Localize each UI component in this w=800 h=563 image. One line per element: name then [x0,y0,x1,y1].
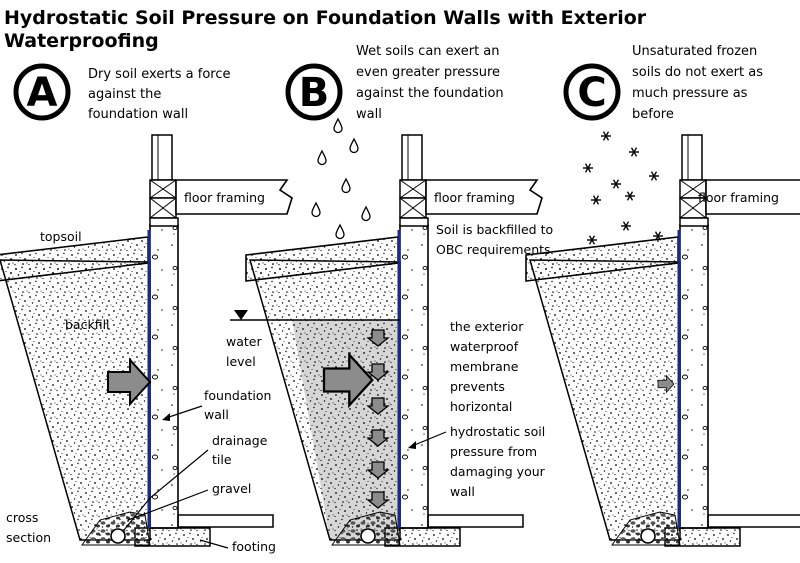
topsoil-label: topsoil [40,229,82,244]
panel-b-badge [285,63,343,121]
panel-c-caption-2: soils do not exert as [632,65,763,80]
footing-leader [199,539,229,549]
membrane-note-7: pressure from [450,444,537,459]
panel-b: B Wet soils can exert an even greater pr… [226,44,553,548]
membrane-note-2: waterproof [450,339,519,354]
title-line-1: Hydrostatic Soil Pressure on Foundation … [4,7,647,29]
membrane-leader [411,431,447,447]
panel-a-caption-3: foundation wall [88,107,188,122]
panel-b-caption-3: against the foundation [356,86,504,101]
foundation-wall-label-2: wall [204,407,229,422]
footing-label: footing [232,539,276,554]
drainage-tile-label-1: drainage [212,433,268,448]
panel-c-floor-framing: floor framing [698,190,779,205]
raindrop-icon [311,118,371,240]
panel-a-badge [13,63,71,121]
membrane-note-6: hydrostatic soil [450,424,545,439]
panel-a: A Dry soil exerts a force against the fo… [0,63,294,554]
gravel-label: gravel [212,481,251,496]
title-line-2: Waterproofing [4,30,159,52]
panel-c: C Unsaturated frozen soils do not exert … [524,44,800,548]
backfill-label: backfill [65,317,110,332]
panel-a-caption-2: against the [88,87,161,102]
panel-a-caption-1: Dry soil exerts a force [88,67,231,82]
panel-a-floor-framing: floor framing [184,190,265,205]
membrane-note-3: membrane [450,359,519,374]
water-level-label-1: water [226,334,262,349]
panel-b-caption-2: even greater pressure [356,65,500,80]
membrane-note-1: the exterior [450,319,524,334]
water-level-marker [234,310,248,320]
membrane-note-4: prevents [450,379,505,394]
panel-b-caption-4: wall [356,107,382,122]
panel-b-letter: B [299,70,330,116]
foundation-wall-label-1: foundation [204,388,271,403]
membrane-note-8: damaging your [450,464,546,479]
snowflake-icon [582,130,664,246]
panel-c-caption-3: much pressure as [632,86,748,101]
drainage-tile-label-2: tile [212,452,232,467]
panel-b-floor-framing: floor framing [434,190,515,205]
panel-a-letter: A [27,70,58,116]
panel-c-letter: C [577,70,606,116]
membrane-note-9: wall [450,484,475,499]
water-level-label-2: level [226,354,256,369]
backfill-note-1: Soil is backfilled to [436,222,553,237]
drainage-tile-leader [123,449,209,531]
membrane-note-5: horizontal [450,399,512,414]
panel-c-caption-1: Unsaturated frozen [632,44,757,59]
gravel-leader [127,489,209,521]
cross-section-label-2: section [6,530,51,545]
panel-c-caption-4: before [632,107,674,122]
backfill-note-2: OBC requirements [436,242,551,257]
cross-section-label-1: cross [6,510,38,525]
foundation-wall-leader [165,405,203,419]
panel-b-caption-1: Wet soils can exert an [356,44,500,59]
panel-c-badge [563,63,621,121]
